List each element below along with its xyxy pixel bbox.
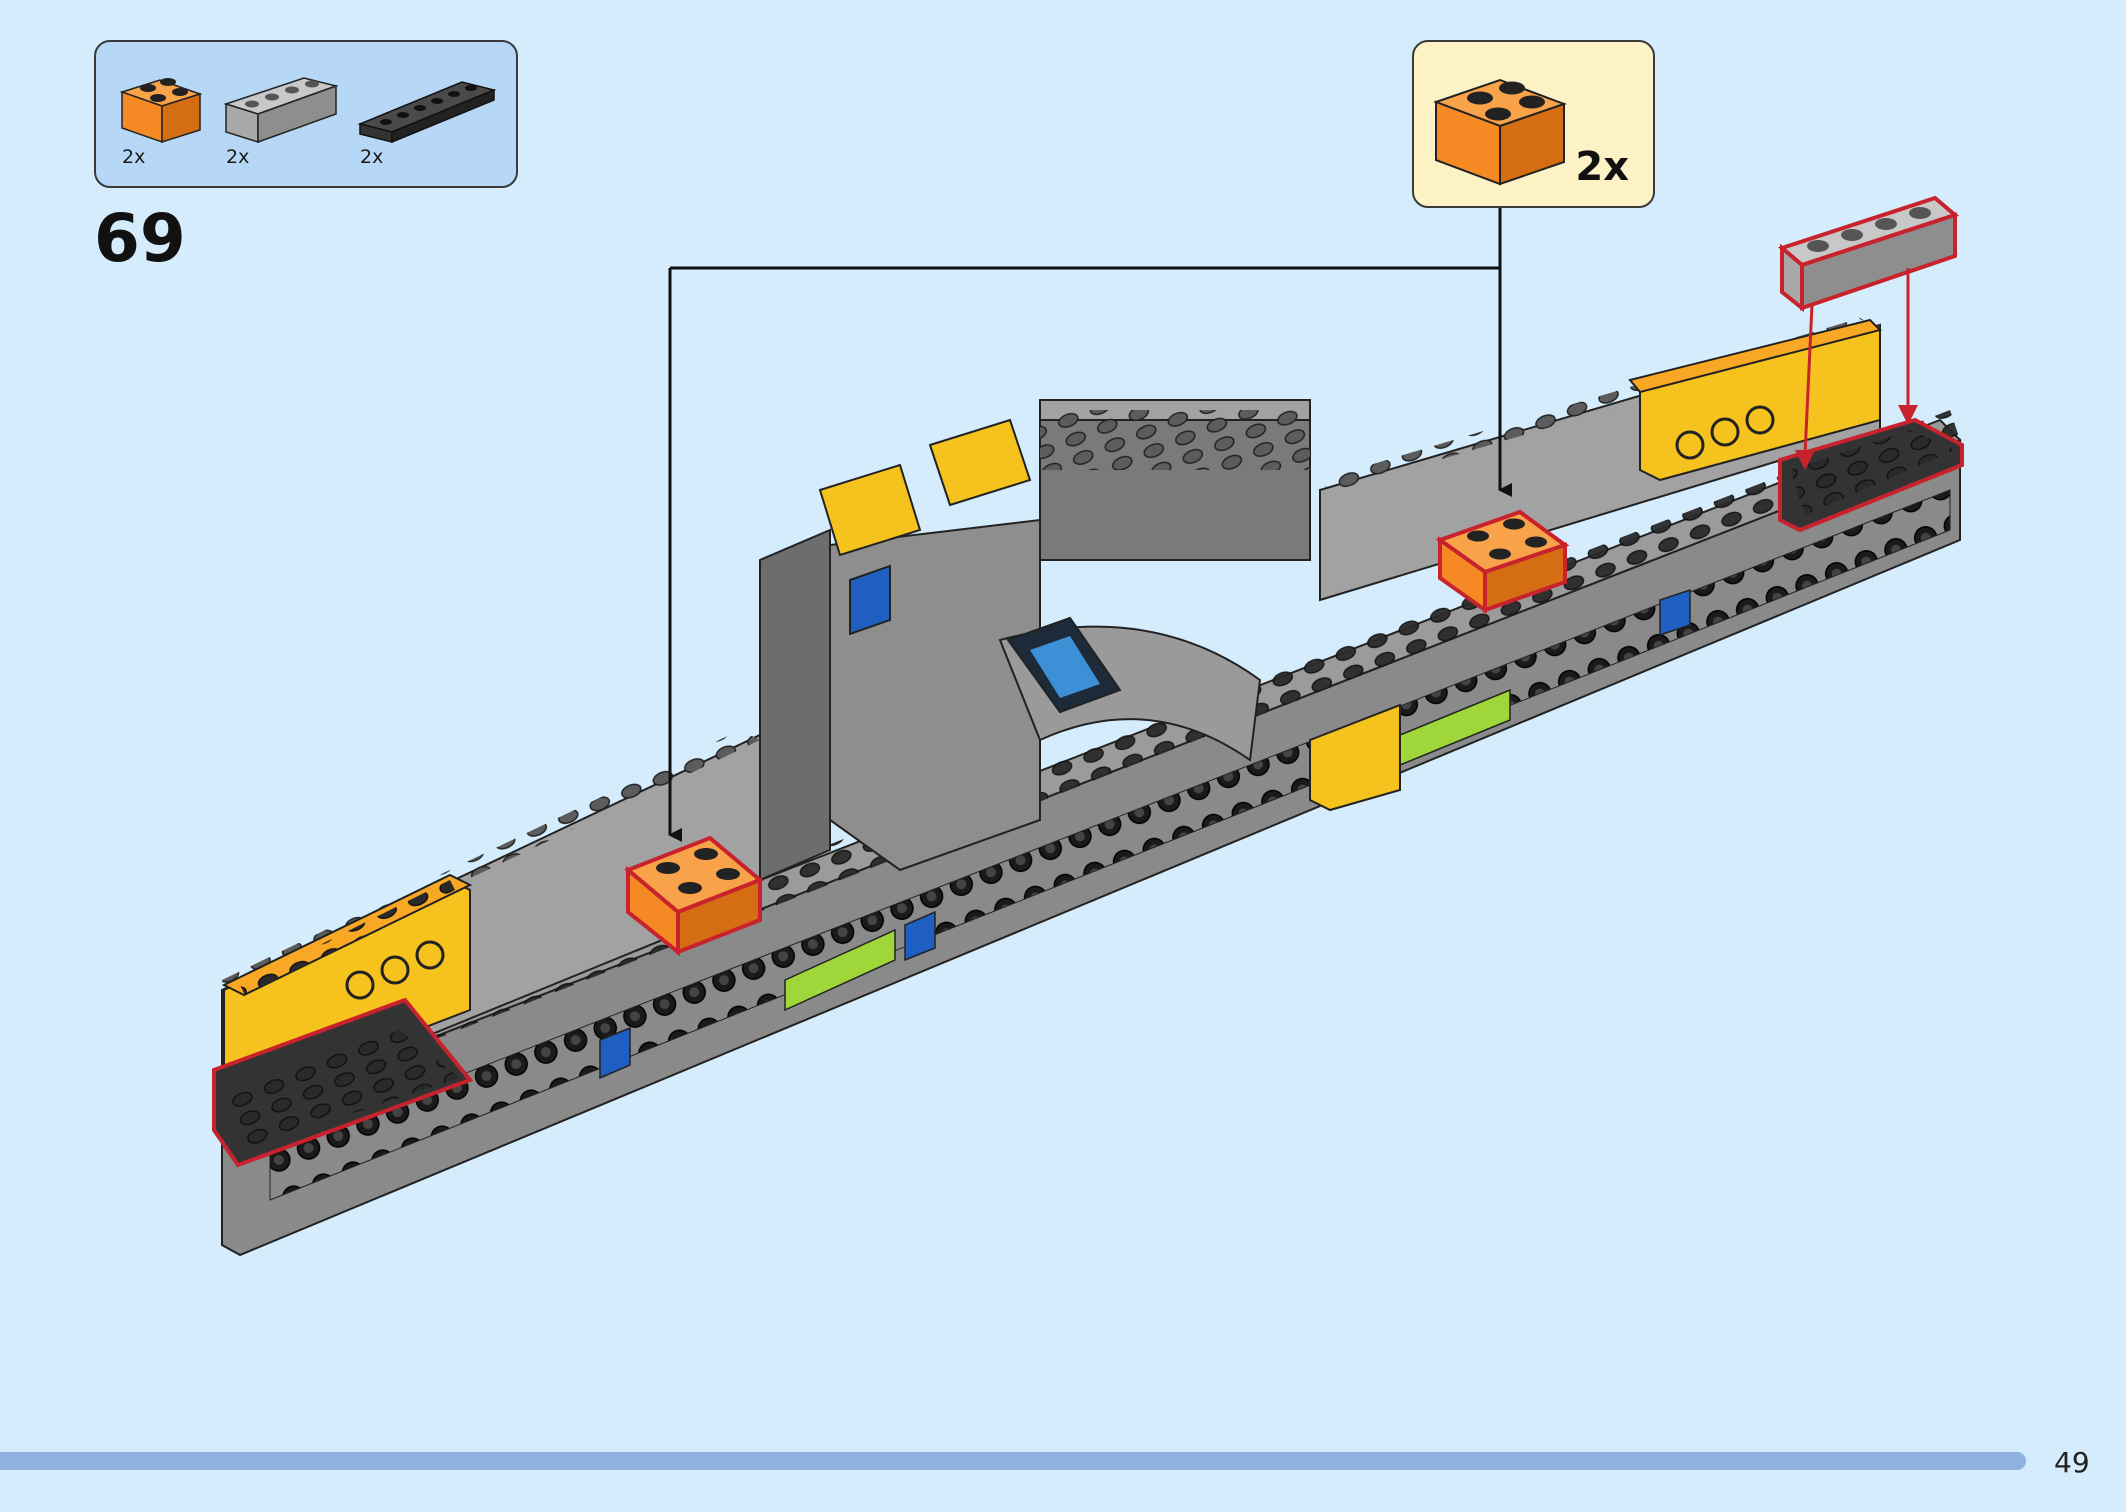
callout-box: 2x (1412, 40, 1655, 208)
callout-arrows (668, 208, 1512, 842)
right-highlighted-plates (1778, 417, 1964, 533)
left-highlighted-plates (212, 997, 474, 1168)
red-placement-arrows (1795, 268, 1918, 470)
parts-qty-grey: 2x (226, 146, 250, 168)
parts-qty-black: 2x (360, 146, 384, 168)
parts-list-graphics (119, 77, 497, 144)
parts-list-box: 2x 2x 2x (94, 40, 518, 188)
callout-quantity: 2x (1575, 144, 1629, 190)
grey-1x4-brick-icon (223, 77, 339, 144)
parts-qty-orange: 2x (122, 146, 146, 168)
orange-2x2-brick-icon (119, 78, 203, 144)
progress-bar (0, 1452, 2026, 1470)
right-front-section (1309, 318, 1882, 812)
black-1x6-plate-icon (357, 81, 497, 144)
orange-2x2-brick-icon (1433, 78, 1567, 186)
step-number: 69 (94, 200, 186, 277)
placed-orange-brick-right (1435, 509, 1570, 614)
placed-orange-brick-left (624, 835, 764, 957)
floating-grey-brick (1777, 195, 1960, 313)
cockpit-structure (759, 399, 1311, 882)
page-number: 49 (2054, 1446, 2090, 1479)
callout-graphics (1433, 78, 1567, 186)
